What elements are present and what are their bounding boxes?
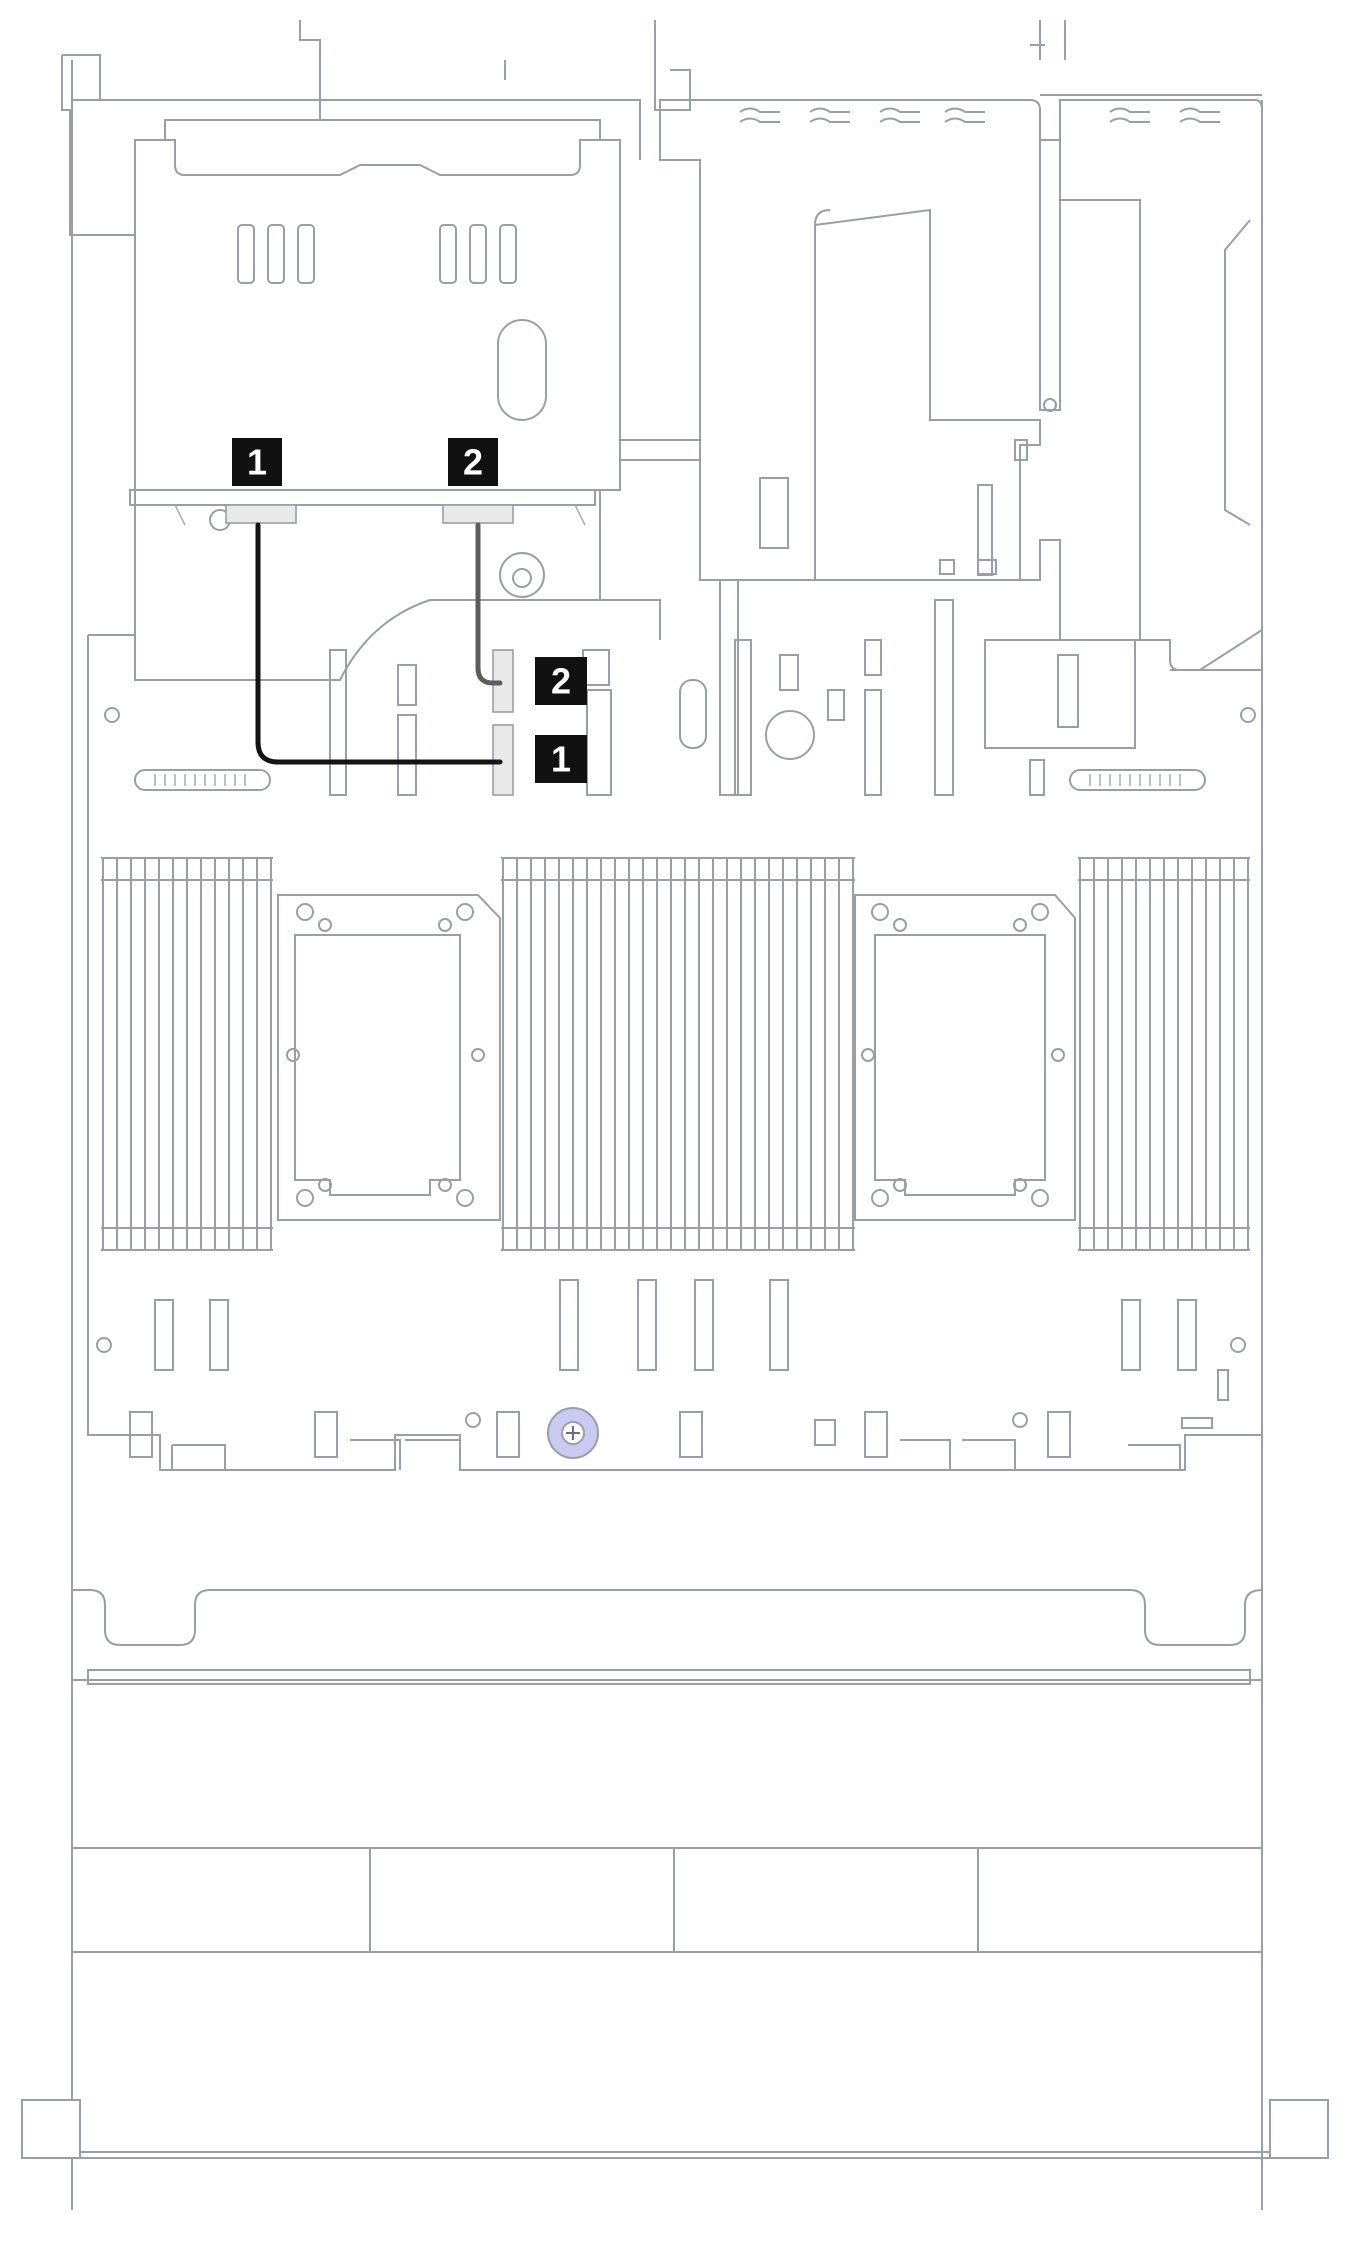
callout-board-2-label: 2 — [551, 661, 571, 702]
riser-cage-right — [659, 20, 1263, 671]
callout-riser-1: 1 — [232, 438, 282, 486]
callout-board-1-label: 1 — [551, 739, 571, 780]
callout-board-1: 1 — [535, 735, 587, 783]
callout-riser-2: 2 — [448, 438, 498, 486]
chassis — [21, 54, 1329, 2210]
riser-connector-2-plug — [442, 504, 514, 524]
system-board — [87, 579, 1263, 1471]
callout-riser-1-label: 1 — [247, 442, 267, 483]
riser-cage-left — [69, 20, 701, 681]
callout-board-2: 2 — [535, 657, 587, 705]
cable-1 — [255, 522, 503, 765]
callout-riser-2-label: 2 — [463, 442, 483, 483]
cable-2 — [475, 522, 503, 686]
riser-connector-1-plug — [225, 504, 297, 524]
